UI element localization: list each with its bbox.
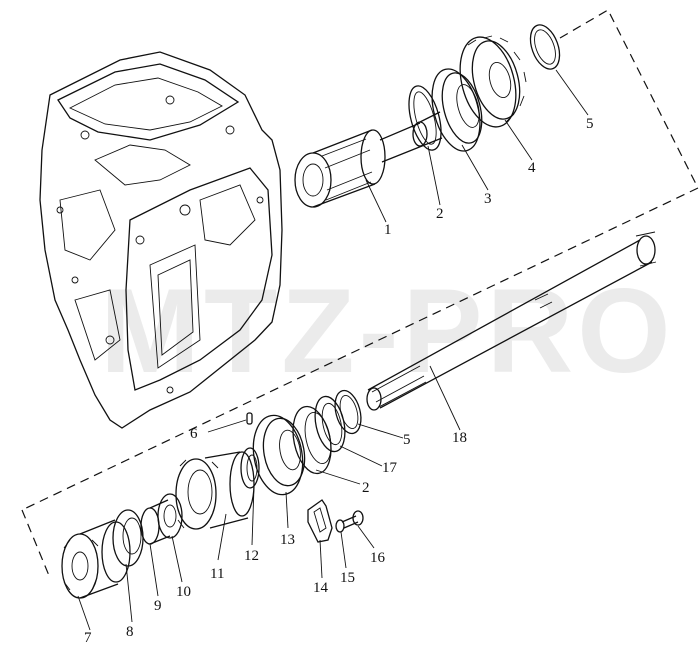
callout-2-upper: 2 — [436, 206, 444, 222]
callout-9: 9 — [154, 598, 162, 614]
callout-16: 16 — [370, 550, 386, 566]
gearbox-housing-icon — [39, 51, 283, 429]
callout-12: 12 — [244, 548, 259, 564]
bearing-cup-icon — [292, 405, 332, 475]
upper-shaft-group — [294, 24, 561, 208]
washer-icon — [335, 519, 345, 533]
snap-ring-icon — [408, 85, 442, 151]
gear-icon — [61, 519, 131, 599]
callout-18: 18 — [452, 430, 467, 446]
lock-plate-icon — [307, 499, 333, 543]
bolt-icon — [341, 510, 364, 529]
snap-ring-icon — [334, 389, 362, 435]
assembly-boundary — [21, 9, 699, 579]
callout-10: 10 — [176, 584, 191, 600]
callout-11: 11 — [210, 566, 224, 582]
callout-14: 14 — [313, 580, 329, 596]
leader-lines — [77, 69, 589, 631]
shaft-icon — [294, 111, 443, 208]
callout-5-lower: 5 — [403, 432, 411, 448]
callout-labels: 1 2 3 4 5 6 5 18 17 2 7 8 9 10 11 12 13 … — [84, 116, 594, 646]
callout-6: 6 — [190, 426, 198, 442]
gear-icon — [157, 493, 183, 539]
bearing-icon — [431, 68, 483, 152]
snap-ring-icon — [314, 395, 346, 453]
lower-shaft-group — [61, 389, 364, 599]
gear-icon — [175, 451, 255, 530]
watermark: MTZ-PRO — [100, 264, 675, 398]
callout-8: 8 — [126, 624, 134, 640]
callout-15: 15 — [340, 570, 355, 586]
snap-ring-icon — [529, 24, 561, 70]
bushing-icon — [140, 499, 171, 545]
callout-4: 4 — [528, 160, 536, 176]
gear-icon — [459, 35, 527, 128]
callout-3: 3 — [484, 191, 492, 207]
callout-7: 7 — [84, 630, 92, 646]
pin-icon — [246, 412, 253, 425]
shaft-icon — [366, 231, 657, 411]
callout-5-upper: 5 — [586, 116, 594, 132]
bearing-icon — [252, 414, 306, 496]
callout-1: 1 — [384, 222, 392, 238]
callout-17: 17 — [382, 460, 398, 476]
callout-2-lower: 2 — [362, 480, 370, 496]
callout-13: 13 — [280, 532, 295, 548]
